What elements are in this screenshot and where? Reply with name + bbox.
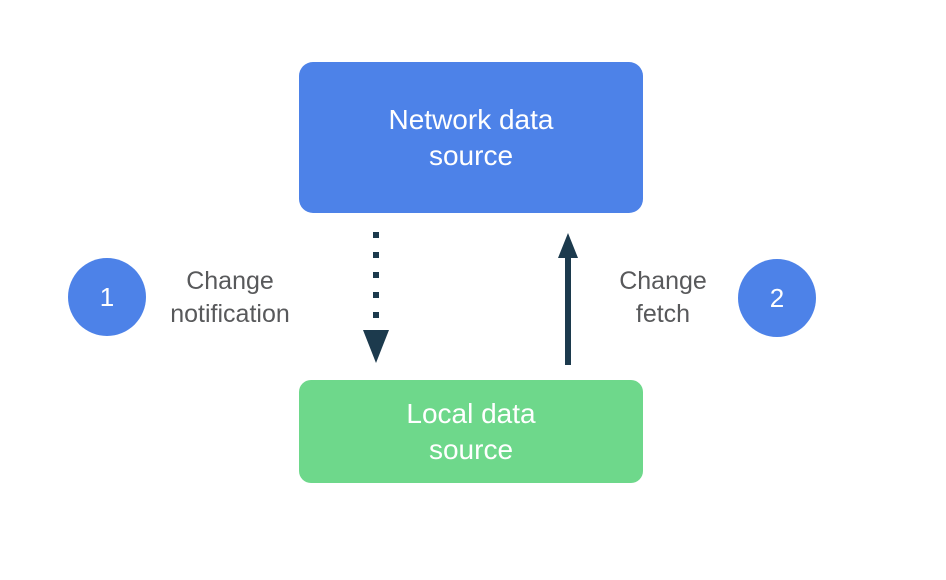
change-fetch-line-2: fetch — [635, 300, 691, 328]
step-1-number: 1 — [99, 281, 115, 312]
local-label-line-1: Local data — [406, 397, 536, 429]
network-label-line-2: source — [428, 139, 514, 171]
change-notification-line-2: notification — [170, 300, 290, 328]
local-data-source-label: Local data source — [406, 396, 535, 468]
local-label-line-2: source — [428, 433, 514, 465]
local-data-source-box: Local data source — [299, 380, 643, 483]
network-data-source-box: Network data source — [299, 62, 643, 213]
step-1-badge: 1 — [68, 258, 146, 336]
network-label-line-1: Network data — [388, 103, 554, 135]
step-2-badge: 2 — [738, 259, 816, 337]
down-arrowhead-icon — [363, 330, 389, 363]
step-2-number: 2 — [769, 282, 785, 313]
solid-up-arrow — [558, 233, 578, 365]
network-data-source-label: Network data source — [389, 102, 554, 174]
change-notification-line-1: Change — [186, 267, 274, 295]
arrows-graphic — [363, 232, 578, 365]
change-fetch-line-1: Change — [619, 267, 707, 295]
up-arrowhead-icon — [558, 233, 578, 258]
dotted-down-arrow — [363, 232, 389, 363]
change-fetch-label: Change fetch — [563, 265, 763, 331]
change-notification-label: Change notification — [130, 265, 330, 331]
